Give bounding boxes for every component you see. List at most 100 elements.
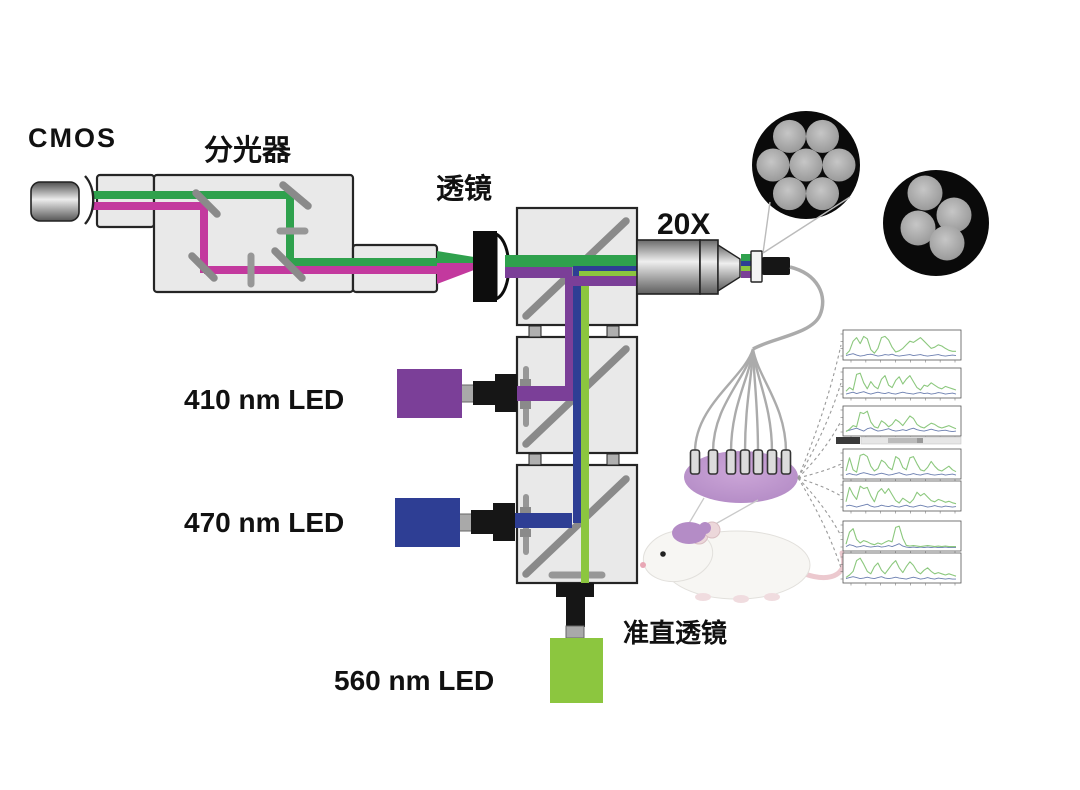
green-signal-trace	[845, 525, 956, 548]
fiber-core	[773, 177, 806, 211]
channel-link-1	[797, 344, 842, 479]
fiber-connector	[762, 257, 790, 275]
mirror-upper-right	[279, 181, 312, 210]
implant-ferrule	[739, 449, 751, 475]
blue-control-trace	[845, 353, 957, 357]
channel-link-6	[797, 477, 842, 537]
filter-tab	[520, 507, 531, 515]
beam-green-emission	[505, 255, 637, 267]
green-signal-trace	[845, 410, 957, 433]
trace-plot-2	[840, 367, 962, 401]
beam-410-horizontal	[499, 386, 572, 401]
led-560-flange	[556, 583, 594, 597]
beam-560-to-objective	[579, 271, 637, 276]
led-560-module	[550, 583, 603, 703]
channel-link-4	[797, 463, 842, 479]
mirror-upper-left	[192, 189, 221, 218]
mouse-nose	[640, 562, 646, 568]
channel-link-5	[797, 477, 842, 497]
beam-470-vertical	[573, 266, 581, 523]
beam-red-out	[505, 267, 572, 278]
callout-line	[762, 196, 851, 254]
channel-link-2	[797, 382, 842, 479]
fiber-port-stripes	[741, 254, 751, 278]
led-470-body	[395, 498, 460, 547]
green-signal-trace	[845, 335, 956, 355]
implant-ferrule	[752, 449, 764, 475]
led-470-connector	[458, 513, 473, 532]
fiber-core	[936, 197, 972, 233]
beamsplitter-assembly	[30, 173, 439, 294]
beamsplitter-box-camera-arm	[95, 173, 156, 229]
led-470-flange	[493, 503, 515, 541]
green-beam-upper	[92, 191, 292, 199]
green-beam-lower	[288, 258, 437, 266]
led-410-body	[397, 369, 462, 418]
stripe-purple	[741, 271, 751, 278]
beam-470-to-objective	[573, 266, 637, 271]
cmos-camera-body	[30, 181, 80, 222]
label-cmos: CMOS	[28, 123, 117, 153]
trace-plot-1	[840, 329, 962, 363]
focusing-lens-assembly	[437, 231, 511, 302]
fiber-core	[929, 225, 965, 261]
beam-410-vertical	[565, 277, 573, 401]
label-led410: 410 nm LED	[184, 384, 344, 415]
channel-link-3	[797, 420, 842, 479]
blue-control-trace	[845, 427, 957, 433]
red-converging-beam	[437, 263, 474, 284]
connector-post	[528, 325, 542, 338]
plot-scrollbar-button[interactable]	[917, 438, 923, 443]
excitation-beams	[499, 255, 637, 583]
red-beam-upper	[92, 202, 208, 210]
trace-plot-4	[840, 448, 962, 482]
signal-trace-plots	[836, 329, 962, 586]
fiber-ferrule	[750, 250, 763, 283]
channel-dashed-links	[797, 344, 842, 569]
magnify-line	[687, 497, 705, 526]
callout-line	[762, 201, 771, 254]
mirror-lower-right	[271, 247, 306, 282]
label-led560: 560 nm LED	[334, 665, 494, 696]
blue-control-trace	[845, 391, 957, 395]
stripe-green	[741, 254, 751, 261]
dichroic-mirror-3	[522, 475, 630, 578]
head-implant-patch-lobe	[699, 522, 711, 534]
fiber-core	[806, 177, 839, 211]
fiber-core	[907, 175, 943, 211]
mirror-lower-left	[188, 252, 218, 282]
implant-ferrule	[689, 449, 701, 475]
dichroic-cube-stack	[499, 206, 639, 585]
implant-ferrule	[707, 449, 719, 475]
patch-cable	[752, 265, 825, 351]
led-470-module	[395, 498, 515, 547]
green-signal-trace	[845, 557, 957, 578]
fan-cable	[693, 348, 755, 453]
lens-holder	[473, 231, 497, 302]
fan-cable	[751, 348, 788, 453]
plot-frame	[842, 405, 962, 437]
connector-post	[528, 453, 542, 466]
green-converging-beam	[437, 251, 474, 263]
fiber-core	[756, 148, 790, 182]
camera-lens-mount	[84, 175, 95, 225]
fan-cable	[729, 348, 755, 453]
label-lens: 透镜	[436, 172, 492, 204]
implant-ferrule	[725, 449, 737, 475]
objective-cone	[717, 243, 741, 293]
plot-scrollbar-thumb[interactable]	[888, 438, 918, 443]
trace-plot-6	[840, 520, 962, 554]
beam-470-horizontal	[499, 513, 572, 528]
led-470-tube	[471, 510, 497, 534]
fiber-core	[806, 119, 839, 153]
blue-control-trace	[845, 472, 957, 476]
implant-ferrules	[689, 449, 792, 475]
led-560-body	[550, 638, 603, 703]
led-410-module	[397, 369, 517, 418]
label-collimator: 准直透镜	[623, 618, 727, 648]
filter-tab	[520, 401, 531, 409]
trace-plot-3	[836, 405, 962, 445]
stripe-blue	[741, 261, 751, 266]
